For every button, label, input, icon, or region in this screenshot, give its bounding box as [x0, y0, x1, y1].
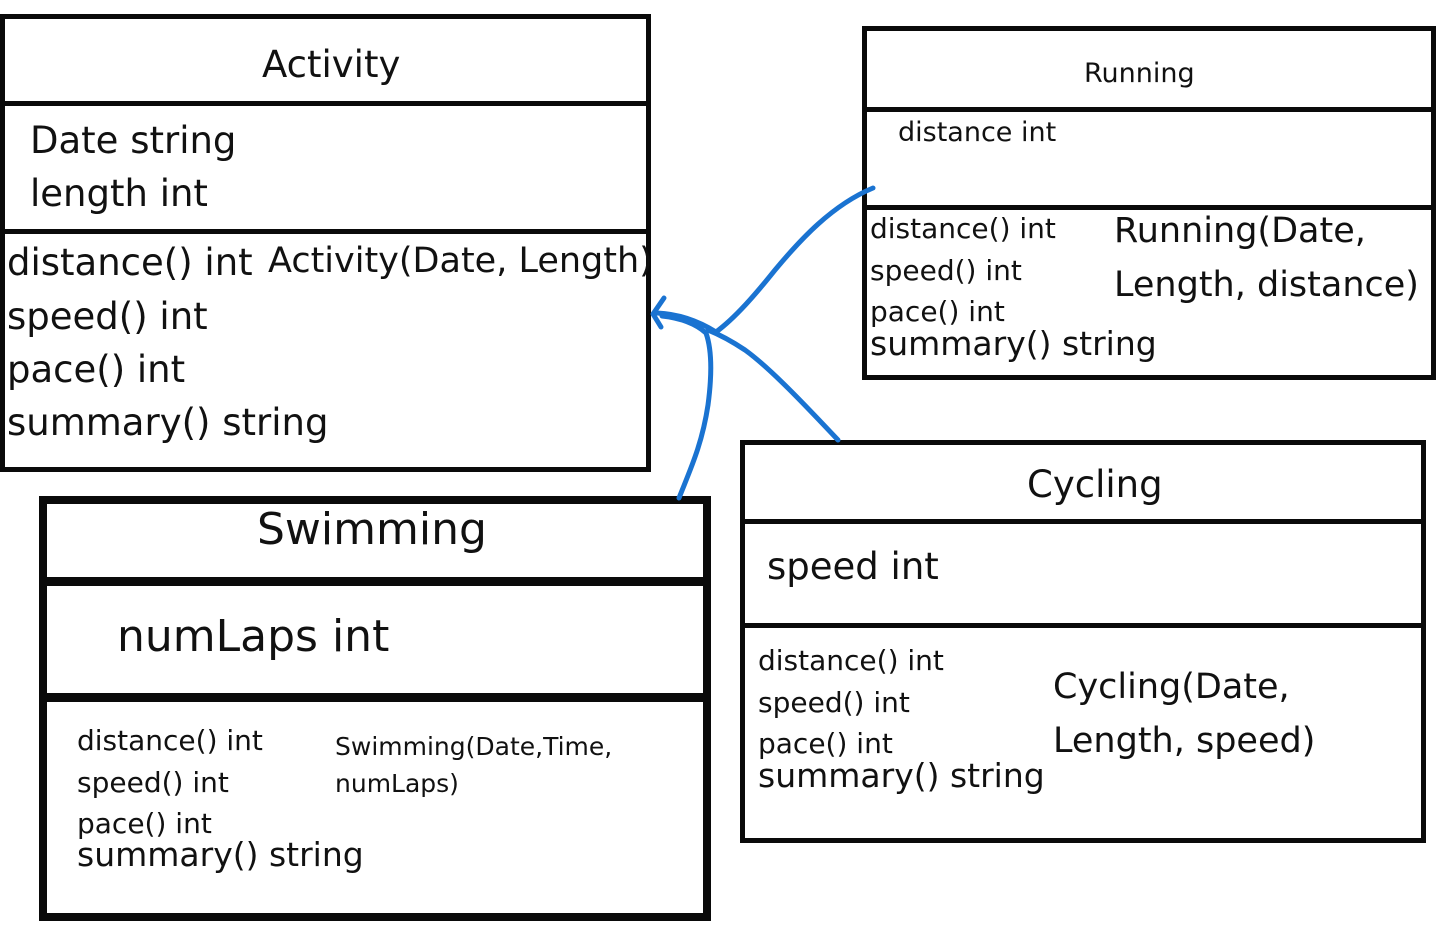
running-divider-1: [867, 107, 1431, 112]
activity-title: Activity: [262, 43, 401, 86]
activity-method-summary: summary() string: [7, 401, 329, 444]
activity-attr-length: length int: [30, 172, 208, 215]
class-cycling: [740, 440, 1426, 843]
cycling-divider-1: [745, 519, 1421, 524]
activity-method-speed: speed() int: [7, 295, 208, 338]
running-attr-distance: distance int: [898, 117, 1057, 148]
cycling-method-pace: pace() int: [758, 727, 893, 760]
swimming-method-distance: distance() int: [77, 724, 263, 757]
cycling-method-summary: summary() string: [758, 756, 1045, 795]
swimming-method-summary: summary() string: [77, 835, 364, 874]
running-method-summary: summary() string: [870, 324, 1157, 363]
running-constructor-line-2: Length, distance): [1114, 265, 1419, 305]
running-divider-2: [867, 205, 1431, 210]
cycling-title: Cycling: [1027, 463, 1163, 506]
arrowhead-activity: [650, 295, 667, 330]
swimming-attr-numlaps: numLaps int: [117, 611, 390, 662]
running-method-distance: distance() int: [870, 212, 1056, 245]
swimming-method-speed: speed() int: [77, 766, 229, 799]
cycling-method-speed: speed() int: [758, 686, 910, 719]
swimming-title: Swimming: [257, 504, 487, 555]
cycling-method-distance: distance() int: [758, 644, 944, 677]
running-method-pace: pace() int: [870, 295, 1005, 328]
activity-method-distance: distance() int: [7, 241, 253, 284]
swimming-constructor-line-1: Swimming(Date,Time,: [335, 732, 613, 761]
class-activity: [0, 14, 651, 472]
activity-constructor: Activity(Date, Length): [268, 241, 653, 281]
swimming-constructor-line-2: numLaps): [335, 769, 459, 798]
activity-method-pace: pace() int: [7, 348, 186, 391]
swimming-method-pace: pace() int: [77, 807, 212, 840]
activity-attr-date: Date string: [30, 119, 237, 162]
swimming-divider-2: [47, 693, 703, 702]
arrow-cycling-to-activity: [705, 327, 841, 443]
cycling-constructor-line-1: Cycling(Date,: [1053, 667, 1290, 707]
running-constructor-line-1: Running(Date,: [1114, 211, 1366, 251]
running-title: Running: [1084, 58, 1195, 89]
cycling-attr-speed: speed int: [767, 545, 939, 588]
cycling-constructor-line-2: Length, speed): [1053, 721, 1316, 761]
swimming-divider-1: [47, 577, 703, 586]
cycling-divider-2: [745, 623, 1421, 628]
arrow-swimming-to-activity: [659, 313, 714, 501]
activity-divider-2: [5, 229, 646, 234]
arrow-running-to-activity: [654, 185, 876, 335]
class-swimming: [39, 496, 711, 921]
running-method-speed: speed() int: [870, 254, 1022, 287]
class-running: [862, 26, 1436, 380]
activity-divider-1: [5, 101, 646, 106]
